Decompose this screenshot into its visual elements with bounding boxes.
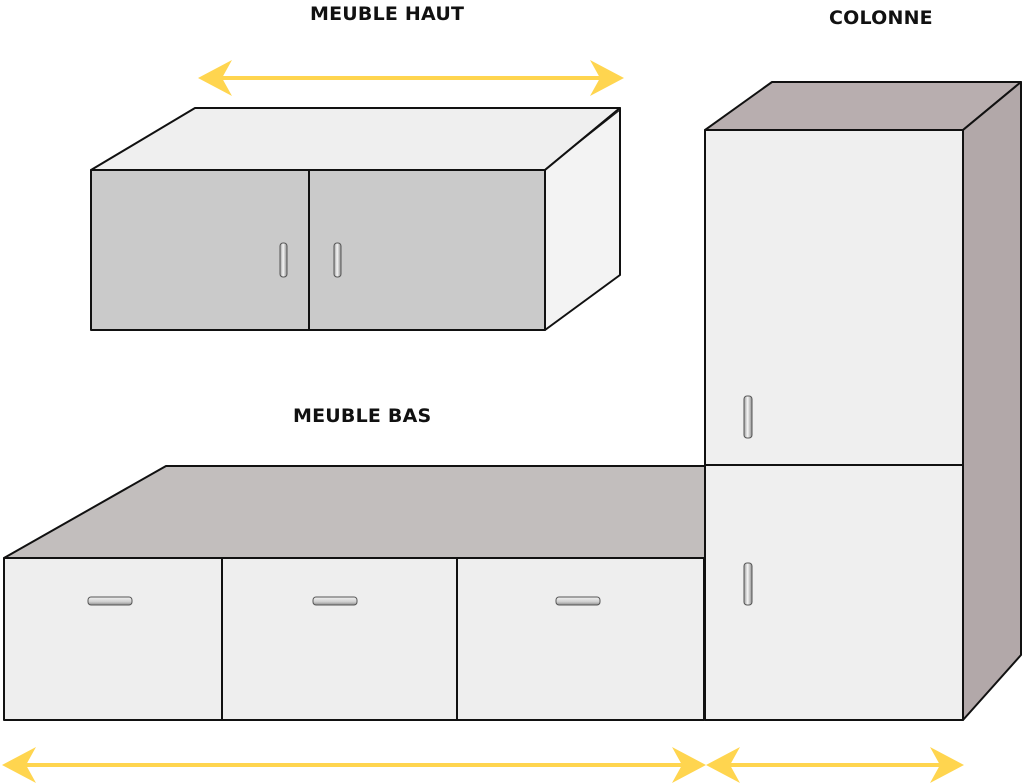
upper-cabinet: [90, 107, 621, 331]
lower-cabinet-front: [3, 557, 705, 721]
door-handle-icon: [279, 242, 288, 278]
tall-column-side: [962, 81, 1022, 721]
upper-cabinet-top: [90, 107, 621, 171]
upper-cabinet-top-edge: [547, 109, 621, 168]
double-headed-arrow-icon: [198, 60, 624, 96]
double-headed-arrow-icon: [706, 747, 964, 783]
tall-column-label: COLONNE: [829, 7, 933, 29]
door-handle-icon: [333, 242, 342, 278]
lower-cabinet: [3, 465, 707, 721]
door-handle-icon: [87, 596, 133, 606]
door-handle-icon: [312, 596, 358, 606]
door-handle-icon: [743, 562, 753, 606]
upper-cabinet-front: [90, 169, 546, 331]
double-headed-arrow-icon: [2, 747, 706, 783]
tall-column: [704, 81, 1022, 721]
lower-cabinet-top: [3, 465, 707, 559]
upper-cabinet-label: MEUBLE HAUT: [310, 3, 465, 25]
door-handle-icon: [743, 395, 753, 439]
lower-cabinet-label: MEUBLE BAS: [293, 405, 432, 427]
door-handle-icon: [555, 596, 601, 606]
